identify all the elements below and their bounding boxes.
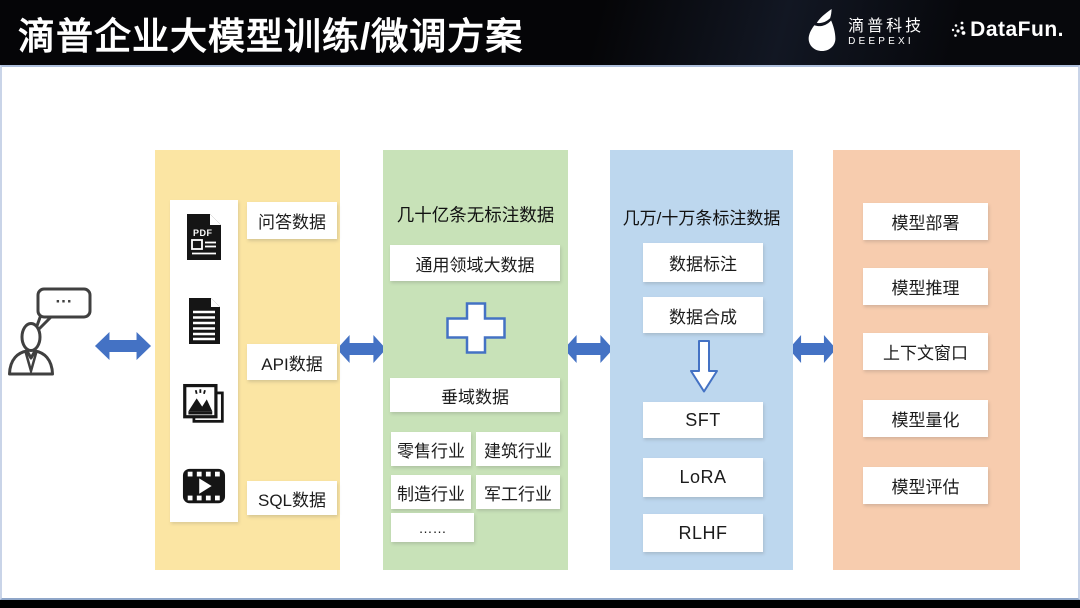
datafun-logo: DataFun.	[950, 18, 1064, 47]
video-icon	[182, 465, 226, 511]
deepexi-name-en: DEEPEXI	[848, 35, 914, 47]
finetune-title: 几万/十万条标注数据	[622, 209, 781, 228]
deepexi-wordmark: 滴普科技 DEEPEXI	[848, 18, 924, 48]
pdf-file-icon: PDF	[182, 213, 226, 260]
datafun-wordmark: DataFun.	[970, 18, 1064, 41]
model-quantize-box: 模型量化	[863, 400, 988, 437]
model-deploy-box: 模型部署	[863, 203, 988, 240]
label-qa-data: 问答数据	[247, 202, 337, 239]
plus-icon	[446, 302, 506, 354]
speech-dots: ···	[56, 292, 73, 311]
label-api-data: API数据	[247, 344, 337, 380]
deepexi-logo: 滴普科技 DEEPEXI	[806, 9, 924, 56]
datafun-dots-icon	[950, 18, 967, 47]
arrow-user-to-sources	[94, 329, 152, 363]
user-icon: ···	[8, 286, 96, 380]
model-inference-box: 模型推理	[863, 268, 988, 305]
deepexi-name-cn: 滴普科技	[848, 17, 925, 35]
lora-box: LoRA	[643, 458, 763, 497]
vertical-domain-box: 垂域数据	[390, 378, 560, 412]
label-sql-data: SQL数据	[247, 481, 337, 515]
arrow-sources-to-pretrain	[336, 332, 387, 366]
more-industries-box: ……	[391, 513, 474, 542]
sft-box: SFT	[643, 402, 763, 438]
rlhf-box: RLHF	[643, 514, 763, 552]
file-types-strip: PDF	[170, 200, 238, 522]
arrow-finetune-to-deploy	[788, 332, 837, 366]
data-synthesis-box: 数据合成	[643, 297, 763, 333]
industry-box: 军工行业	[476, 475, 560, 509]
general-domain-box: 通用领域大数据	[390, 245, 560, 281]
text-document-icon	[182, 297, 226, 344]
column-data-sources: PDF	[155, 150, 340, 570]
pretrain-title: 几十亿条无标注数据	[396, 205, 555, 225]
image-icon	[182, 381, 226, 427]
industry-box: 零售行业	[391, 432, 471, 466]
column-labeled-data: 几万/十万条标注数据 数据标注 数据合成 SFT LoRA RLHF	[610, 150, 793, 570]
context-window-box: 上下文窗口	[863, 333, 988, 370]
industry-box: 建筑行业	[476, 432, 560, 466]
data-annotation-box: 数据标注	[643, 243, 763, 282]
column-model-ops: 模型部署 模型推理 上下文窗口 模型量化 模型评估	[833, 150, 1020, 570]
page-title: 滴普企业大模型训练/微调方案	[18, 15, 524, 57]
deepexi-flame-icon	[806, 9, 839, 56]
column-unlabeled-data: 几十亿条无标注数据 通用领域大数据 垂域数据 零售行业 建筑行业 制造行业 军工…	[383, 150, 568, 570]
arrow-pretrain-to-finetune	[563, 332, 614, 366]
brand-area: 滴普科技 DEEPEXI DataFun.	[806, 9, 1080, 56]
model-eval-box: 模型评估	[863, 467, 988, 504]
industry-box: 制造行业	[391, 475, 471, 509]
slide-header: 滴普企业大模型训练/微调方案 滴普科技 DEEPEXI	[0, 0, 1080, 65]
bottom-black-strip	[0, 600, 1080, 608]
down-arrow-icon	[690, 340, 718, 393]
pdf-label: PDF	[193, 228, 213, 238]
